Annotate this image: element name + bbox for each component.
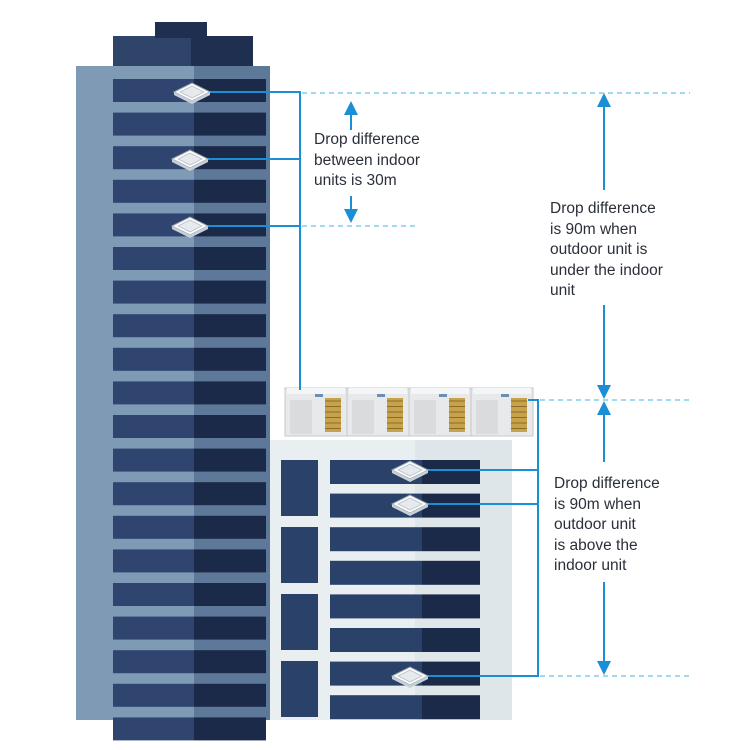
outdoor-unit-coil	[325, 398, 341, 432]
outdoor-unit-logo	[439, 394, 447, 397]
tower-window	[113, 146, 194, 170]
low-window	[422, 594, 480, 619]
tower-window	[113, 616, 194, 640]
outdoor-unit-coil	[387, 398, 403, 432]
outdoor-under-label: Drop difference is 90m when outdoor unit…	[550, 200, 663, 299]
tower-window	[194, 213, 266, 237]
low-window	[330, 560, 422, 585]
tower-window	[113, 683, 194, 707]
low-window	[422, 695, 480, 720]
tower-window	[113, 717, 194, 741]
outdoor-unit-top	[411, 388, 469, 394]
cassette-indoor-unit-icon	[170, 216, 210, 238]
tower-window	[113, 583, 194, 606]
tower-windows	[113, 79, 266, 741]
refrigerant-pipes	[205, 91, 539, 677]
outdoor-unit-coil	[449, 398, 465, 432]
tower-window	[113, 112, 194, 136]
tower-window	[113, 415, 194, 438]
cassette-indoor-unit-icon	[390, 494, 430, 516]
tower-window	[194, 179, 266, 203]
tower-window	[194, 112, 266, 136]
tower-window	[194, 717, 266, 741]
tower-window	[113, 347, 194, 371]
reference-lines	[302, 92, 690, 677]
outdoor-unit-panel	[352, 400, 374, 434]
tower-window	[113, 314, 194, 338]
tower-window	[113, 448, 194, 472]
indoor-units	[170, 82, 430, 688]
tower-window	[194, 515, 266, 539]
tower-window	[194, 381, 266, 405]
tower-window	[194, 482, 266, 506]
low-window	[330, 493, 422, 518]
tower-window	[113, 549, 194, 573]
low-window	[330, 695, 422, 720]
tower-top-right	[191, 36, 253, 66]
low-side-window	[281, 661, 318, 717]
low-side-window	[281, 527, 318, 583]
low-building-windows	[281, 460, 480, 720]
tower-window	[194, 616, 266, 640]
dimension-arrows	[344, 93, 611, 675]
tall-building	[76, 22, 270, 741]
tower-window	[194, 79, 266, 102]
tower-window	[194, 247, 266, 270]
tower-window	[113, 280, 194, 304]
tower-window	[194, 583, 266, 606]
tower-window	[194, 314, 266, 338]
pipe-low	[422, 399, 539, 677]
pipe-tower	[209, 91, 301, 390]
tower-window	[194, 549, 266, 573]
tower-window	[113, 247, 194, 270]
outdoor-unit-coil	[511, 398, 527, 432]
tower-window	[194, 415, 266, 438]
low-window	[422, 493, 480, 518]
outdoor-unit-panel	[476, 400, 498, 434]
tower-window	[113, 650, 194, 674]
outdoor-unit-top	[287, 388, 345, 394]
tower-window	[194, 146, 266, 170]
outdoor-unit-top	[349, 388, 407, 394]
tower-window	[194, 683, 266, 707]
tower-window	[194, 650, 266, 674]
low-window	[330, 527, 422, 552]
tower-window	[113, 79, 194, 102]
outdoor-unit-logo	[315, 394, 323, 397]
low-window	[422, 460, 480, 484]
outdoor-above-label: Drop difference is 90m when outdoor unit…	[554, 475, 660, 574]
low-building	[270, 440, 512, 720]
outdoor-unit-panel	[290, 400, 312, 434]
indoor-difference-label: Drop difference between indoor units is …	[314, 131, 420, 189]
cassette-indoor-unit-icon	[390, 460, 430, 482]
tower-top-left	[113, 36, 191, 66]
cassette-indoor-unit-icon	[170, 149, 210, 171]
tower-window	[113, 482, 194, 506]
cassette-indoor-unit-icon	[390, 666, 430, 688]
tower-window	[194, 448, 266, 472]
tower-window	[194, 347, 266, 371]
low-window	[330, 628, 422, 652]
low-window	[422, 628, 480, 652]
low-window	[422, 527, 480, 552]
outdoor-unit-logo	[377, 394, 385, 397]
tower-window	[113, 213, 194, 237]
outdoor-unit-panel	[414, 400, 436, 434]
tower-window	[113, 179, 194, 203]
tower-window	[194, 280, 266, 304]
low-side-window	[281, 460, 318, 516]
low-side-window	[281, 594, 318, 650]
low-window	[422, 560, 480, 585]
low-window	[330, 594, 422, 619]
tower-window	[113, 381, 194, 405]
tower-cap	[155, 22, 207, 38]
outdoor-unit-logo	[501, 394, 509, 397]
tower-window	[113, 515, 194, 539]
cassette-indoor-unit-icon	[172, 82, 212, 104]
outdoor-unit-top	[473, 388, 531, 394]
outdoor-unit-icon	[284, 387, 534, 437]
low-window	[422, 661, 480, 686]
